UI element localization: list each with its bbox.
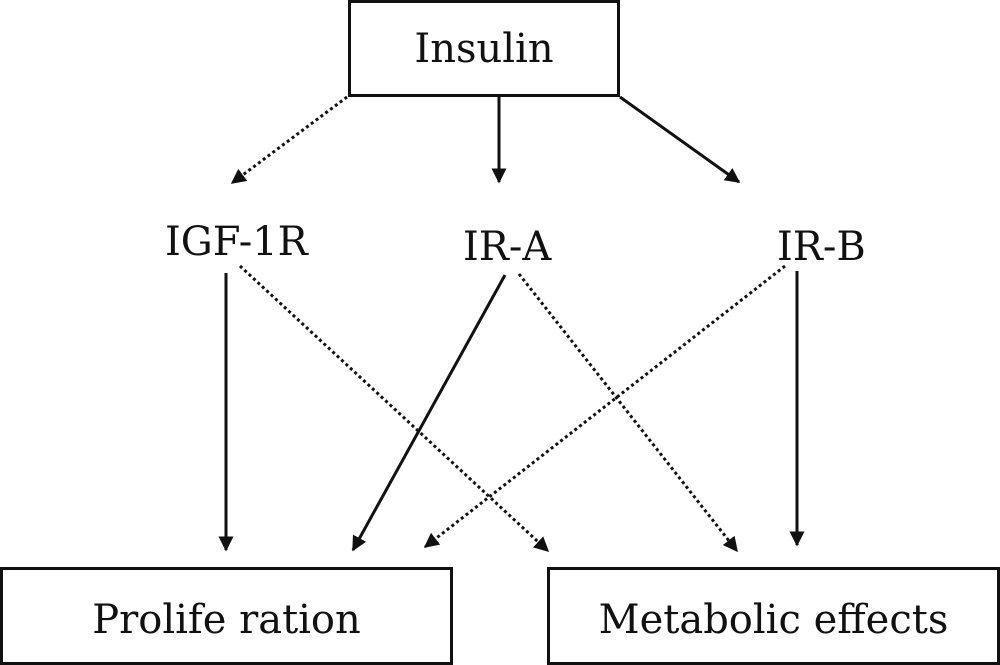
arrow-igf1r-to-metabolic — [238, 264, 550, 553]
metabolic-effects-node: Metabolic effects — [547, 567, 1000, 665]
arrow-ira-to-metabolic — [517, 273, 739, 553]
igf1r-node: IGF-1R — [165, 219, 308, 265]
proliferation-node: Prolife ration — [0, 567, 453, 665]
insulin-node: Insulin — [348, 0, 620, 97]
ira-node: IR-A — [463, 224, 552, 270]
arrow-insulin-to-igf1r — [230, 95, 348, 185]
arrow-irb-to-proliferation — [423, 264, 786, 549]
insulin-label: Insulin — [414, 25, 554, 72]
arrow-ira-to-proliferation — [351, 274, 507, 552]
irb-node: IR-B — [777, 224, 866, 270]
metabolic-effects-label: Metabolic effects — [598, 597, 949, 643]
arrow-insulin-to-irb — [619, 95, 741, 184]
proliferation-label: Prolife ration — [92, 597, 361, 643]
